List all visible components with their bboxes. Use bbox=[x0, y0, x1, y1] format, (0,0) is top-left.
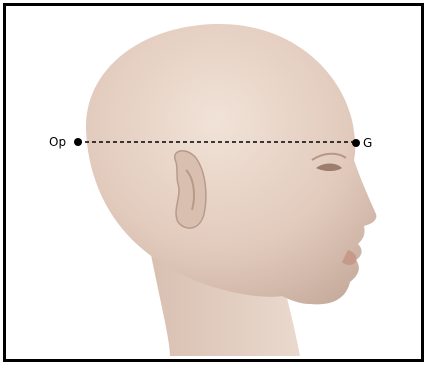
g-point-marker bbox=[352, 139, 360, 147]
op-point-marker bbox=[74, 138, 82, 146]
g-label: G bbox=[363, 137, 372, 149]
op-label: Op bbox=[49, 136, 66, 148]
